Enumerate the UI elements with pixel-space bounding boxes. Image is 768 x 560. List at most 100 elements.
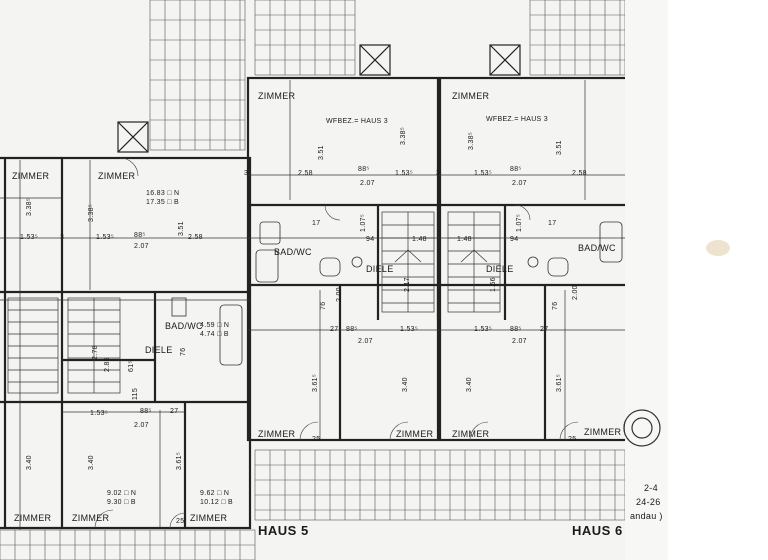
dimension-label: 2.07 [360,180,375,187]
dimension-label: 2.85 [104,357,111,372]
dimension-label: 27 [170,408,179,415]
dimension-label: 3.51 [556,140,563,155]
dimension-label: 115 [132,387,139,400]
corner-stamp-overlay [623,409,661,447]
dimension-label: 1.53⁵ [20,234,39,241]
dimension-label: 3.61⁵ [556,373,563,392]
dimension-label: 1.07⁵ [516,213,523,232]
dimension-label: 3.38⁵ [88,203,95,222]
dimension-lines [0,80,628,530]
dimension-label: 2.00 [336,287,343,302]
room-label-zimmer: ZIMMER [12,171,50,181]
staircase-left [7,297,121,394]
staircase-right [447,211,501,313]
dimension-label: 2.58 [188,234,203,241]
dimension-label: 3.40 [88,455,95,470]
dimension-label: 3.40 [466,377,473,392]
dimension-label: 1.53⁵ [474,170,493,177]
corner-text-line1: 2-4 [644,483,658,493]
door-swings [94,157,579,529]
dimension-label: 76 [552,301,559,310]
dimension-label: 2.17 [404,277,411,292]
room-label-zimmer: ZIMMER [258,91,296,101]
room-label-zimmer: ZIMMER [452,91,490,101]
dimension-label: 3 [244,170,249,177]
dimension-label: 1.07⁵ [360,213,367,232]
dimension-label: 1.53⁵ [96,234,115,241]
dimension-label: 3.51 [178,221,185,236]
dimension-label: 17 [312,220,321,227]
dimension-label: 2.07 [134,422,149,429]
area-net: 9.62 □ N [200,490,230,497]
dimension-label: 61⁵ [128,360,135,372]
room-label-diele: DIELE [486,264,514,274]
dimension-label: 88⁵ [510,326,522,333]
dimension-label: 3.61⁵ [176,451,183,470]
dimension-label: 2.07 [512,338,527,345]
area-net: 16.83 □ N [146,190,180,197]
room-label-zimmer: ZIMMER [396,429,434,439]
corner-text-line3: andau ) [630,511,663,521]
room-label-zimmer: ZIMMER [190,513,228,523]
dimension-label: 25 [176,518,185,525]
dimension-label: 2.58 [572,170,587,177]
dimension-label: 3 [60,234,65,241]
dimension-label: 1.53⁵ [474,326,493,333]
dimension-label: 1.53⁵ [90,410,109,417]
area-gross: 4.74 □ B [200,331,229,338]
dimension-label: 2.78 [92,345,99,360]
dimension-label: 1.53⁵ [400,326,419,333]
room-label-zimmer: ZIMMER [98,171,136,181]
dimension-label: 3.61⁵ [312,373,319,392]
room-label-zimmer: ZIMMER [584,427,622,437]
dimension-label: 3.38⁵ [468,131,475,150]
room-label-zimmer: ZIMMER [14,513,52,523]
dimension-label: 76 [320,301,327,310]
area-gross: 17.35 □ B [146,199,180,206]
paper-stain-overlay [706,240,730,256]
house-label-haus6: HAUS 6 [572,523,623,538]
area-net: 9.02 □ N [107,490,137,497]
room-label-zimmer: ZIMMER [258,429,296,439]
dimension-label: 88⁵ [510,166,522,173]
wfbez-label: WFBEZ.= HAUS 3 [486,116,548,123]
room-label-diele: DIELE [145,345,173,355]
room-label-zimmer: ZIMMER [452,429,490,439]
dimension-label: 2.07 [512,180,527,187]
dimension-label: 76 [180,347,187,356]
paper-margin [625,0,670,560]
wfbez-label: WFBEZ.= HAUS 3 [326,118,388,125]
dimension-label: 1.53⁵ [395,170,414,177]
paper-edge [668,0,768,560]
dimension-label: 27 [330,326,339,333]
dimension-label: 88⁵ [358,166,370,173]
dimension-label: 17 [548,220,557,227]
dimension-label: 88⁵ [140,408,152,415]
dimension-label: 88⁵ [134,232,146,239]
dimension-label: 2.07 [358,338,373,345]
area-net: 4.59 □ N [200,322,230,329]
dimension-label: 3 [436,170,441,177]
room-label-bad-wc: BAD/WC [165,321,203,331]
dimension-label: 88⁵ [346,326,358,333]
dimension-label: 1.48 [412,236,427,243]
room-label-zimmer: ZIMMER [72,513,110,523]
area-gross: 9.30 □ B [107,499,136,506]
dimension-label: 3.38⁵ [26,197,33,216]
dimension-label: 2.07 [134,243,149,250]
dimension-label: 3.38⁵ [400,126,407,145]
dimension-label: 2.58 [298,170,313,177]
dimension-label: 94 [366,236,375,243]
staircase-center [381,211,435,313]
room-label-bad-wc: BAD/WC [578,243,616,253]
house-label-haus5: HAUS 5 [258,523,309,538]
chimneys [117,44,521,153]
bath-fixtures [171,221,623,366]
dimension-label: 1.48 [457,236,472,243]
dimension-label: 3.40 [402,377,409,392]
room-label-diele: DIELE [366,264,394,274]
dimension-label: 1.56 [490,277,497,292]
dimension-label: 25 [312,436,321,443]
dimension-label: 3.40 [26,455,33,470]
